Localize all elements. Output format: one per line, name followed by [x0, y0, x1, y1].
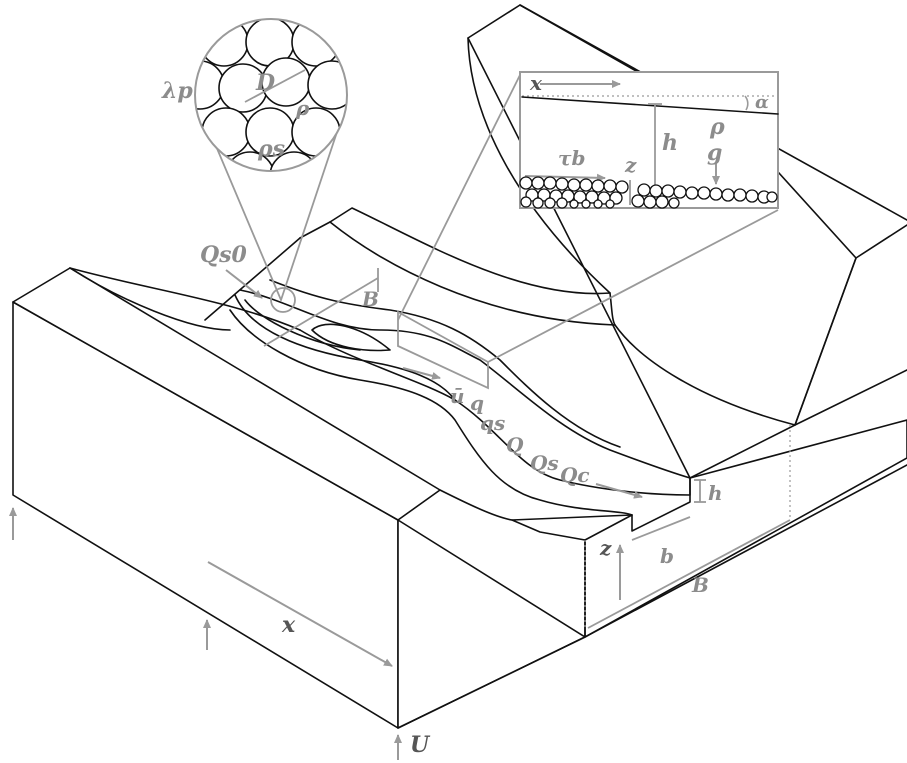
valley-width-line	[587, 519, 791, 629]
channel-width-label: b	[660, 544, 674, 568]
lambda-p-label: λp	[161, 78, 193, 104]
inset-depth-label: h	[662, 130, 678, 156]
sediment-density-label: ρs	[257, 136, 285, 162]
zoom-lens	[194, 18, 348, 172]
inset-link-line	[487, 209, 779, 363]
water-flux-label: q	[470, 391, 484, 415]
slope-angle-arc	[744, 95, 749, 111]
fluid-density-zoom-label: ρ	[295, 96, 310, 120]
grain-diameter-label: D	[255, 70, 275, 96]
gravity-label: g	[707, 140, 722, 166]
zoom-target-circle	[270, 287, 296, 313]
inset-density-label: ρ	[709, 114, 725, 140]
shear-stress-label: τb	[558, 146, 585, 170]
water-surface-line	[521, 96, 779, 115]
inset-link-line	[397, 74, 521, 321]
top-width-line	[263, 277, 379, 347]
velocity-arrow	[402, 367, 441, 380]
sediment-discharge-label: Qs	[530, 451, 559, 475]
uplift-label: U	[410, 732, 431, 758]
critical-discharge-label: Qc	[560, 463, 590, 487]
sediment-input-arrow	[225, 269, 263, 299]
flow-annotations: Qs0 B ū q qs Q Qs Qc h b z B x U	[9, 242, 791, 760]
elevation-label: z	[599, 536, 612, 560]
bed-grains	[519, 176, 778, 209]
slope-angle-label: α	[755, 92, 769, 113]
top-width-label: B	[361, 287, 379, 311]
downstream-label: x	[281, 612, 296, 638]
shear-stress-arrow	[524, 173, 606, 182]
sediment-input-label: Qs0	[200, 242, 248, 268]
mean-velocity-label: ū	[450, 384, 465, 408]
inset-source-box	[397, 310, 489, 390]
outflow-arrow	[595, 483, 643, 499]
water-discharge-label: Q	[506, 433, 524, 457]
mid-channel-island	[311, 323, 391, 352]
valley-width-label: B	[691, 573, 709, 597]
channel-width-line	[631, 516, 691, 541]
grain-zoom: λp D ρ ρs	[161, 18, 348, 313]
downstream-arrow	[207, 561, 393, 667]
inset-x-label: x	[529, 71, 543, 95]
flow-inset: x α ρ h g τb z	[397, 71, 779, 390]
inset-z-label: z	[624, 153, 637, 177]
grain-diameter-line	[244, 69, 306, 103]
sediment-flux-label: qs	[480, 411, 505, 435]
channel-depth-label: h	[708, 481, 723, 505]
